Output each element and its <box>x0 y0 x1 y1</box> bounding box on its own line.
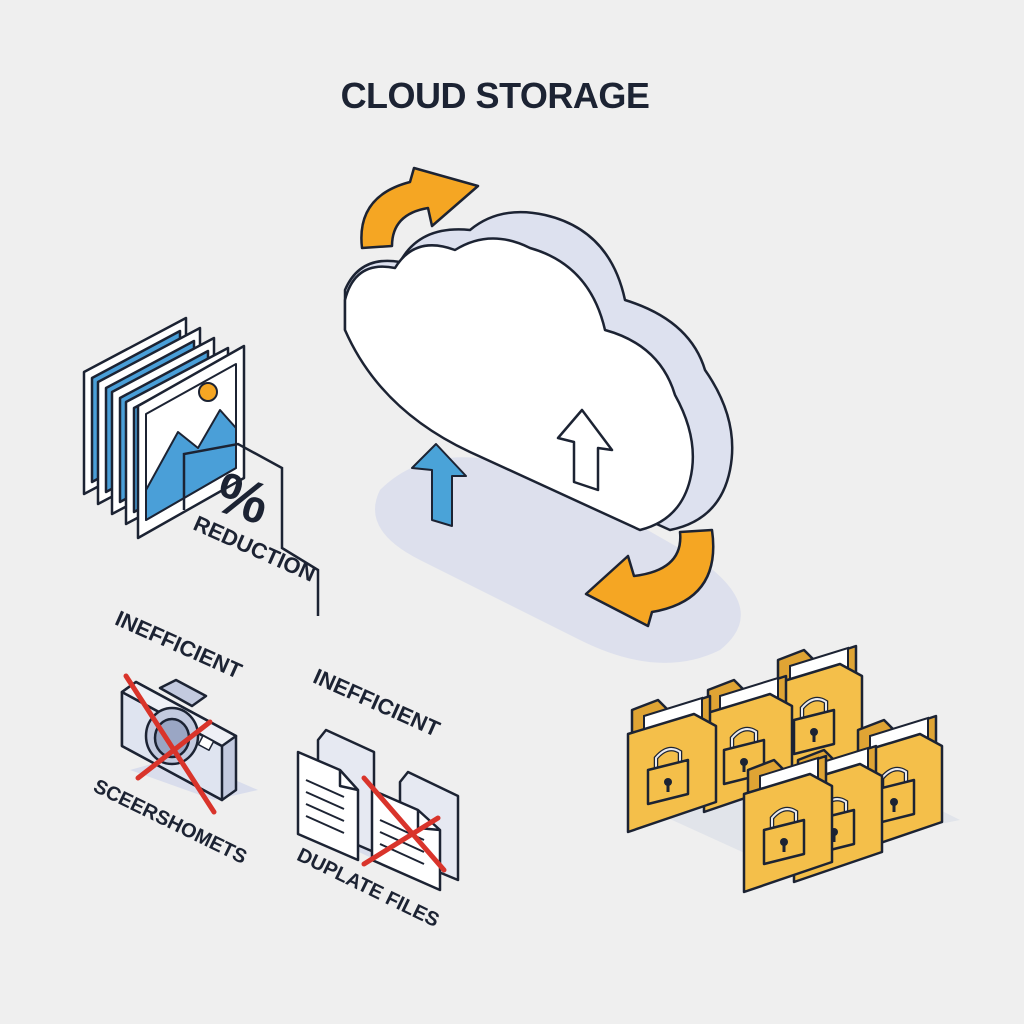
cross-icon <box>361 775 447 873</box>
document-icon <box>296 728 376 862</box>
duplicates-group: INEFFICIENT <box>293 664 460 932</box>
diagram-title: CLOUD STORAGE <box>341 75 650 116</box>
sync-arrow-icon <box>360 166 480 250</box>
cloud-upload-arrow-icon <box>556 408 614 492</box>
locked-folders-group <box>628 646 960 892</box>
duplicates-heading: INEFFICIENT <box>310 664 445 742</box>
sync-arrow-icon <box>584 528 715 628</box>
image-compression-group: % REDUCTION <box>82 316 320 616</box>
cloud-icon <box>343 210 734 532</box>
cloud-group <box>343 166 741 663</box>
upload-arrow-icon <box>411 443 467 527</box>
reduction-tag <box>182 442 320 616</box>
image-stack-icon <box>82 316 246 540</box>
screenshots-group: INEFFICIENT SCEERSHOMETS <box>90 606 258 869</box>
cross-icon <box>123 673 217 815</box>
screenshots-heading: INEFFICIENT <box>112 606 247 684</box>
